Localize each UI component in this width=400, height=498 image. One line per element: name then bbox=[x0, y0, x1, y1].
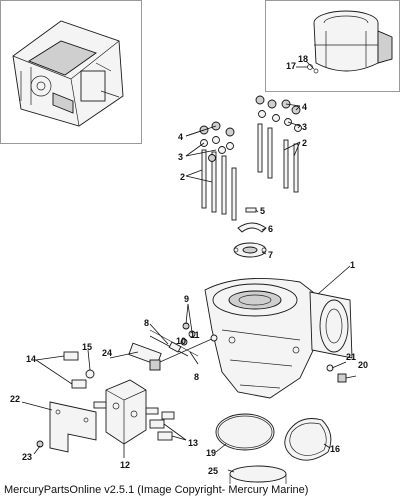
callout-1: 1 bbox=[350, 260, 355, 270]
callout-5: 5 bbox=[260, 206, 265, 216]
callout-15: 15 bbox=[82, 342, 92, 352]
gasket-plate-22 bbox=[49, 401, 97, 453]
inset-housing-detail: 17 18 bbox=[265, 0, 400, 92]
callout-2-right: 2 bbox=[302, 138, 307, 148]
transmission-overview-drawing bbox=[12, 20, 124, 127]
stud-group-left bbox=[201, 149, 237, 221]
callout-14: 14 bbox=[26, 354, 36, 364]
inset-transmission-overview bbox=[0, 0, 142, 144]
callout-8-lower: 8 bbox=[194, 372, 199, 382]
callout-25: 25 bbox=[208, 466, 218, 476]
main-housing bbox=[204, 278, 353, 399]
fittings-14 bbox=[63, 351, 95, 389]
fittings-9-11 bbox=[180, 322, 196, 346]
callout-23: 23 bbox=[22, 452, 32, 462]
callout-22: 22 bbox=[10, 394, 20, 404]
callout-4-left: 4 bbox=[178, 132, 183, 142]
housing-detail-drawing: 17 18 bbox=[286, 10, 393, 74]
callout-12: 12 bbox=[120, 460, 130, 470]
screw-23 bbox=[36, 440, 44, 448]
valve-body-12 bbox=[93, 379, 159, 445]
callout-17: 17 bbox=[286, 61, 296, 71]
stud-group-right bbox=[257, 123, 299, 193]
callout-10: 10 bbox=[176, 336, 186, 346]
solenoid-24 bbox=[128, 342, 162, 371]
callout-19: 19 bbox=[206, 448, 216, 458]
nuts-washers-right bbox=[255, 95, 302, 132]
bracket-7 bbox=[233, 242, 267, 258]
callout-21: 21 bbox=[346, 352, 356, 362]
callout-3-right: 3 bbox=[302, 122, 307, 132]
callout-2-left: 2 bbox=[180, 172, 185, 182]
callout-4-right: 4 bbox=[302, 102, 307, 112]
callout-13: 13 bbox=[188, 438, 198, 448]
transmission-housing-sketch bbox=[12, 20, 124, 127]
callout-3-left: 3 bbox=[178, 152, 183, 162]
rod-8b bbox=[159, 334, 218, 363]
callout-20: 20 bbox=[358, 360, 368, 370]
plug-20 bbox=[337, 373, 347, 383]
callout-16: 16 bbox=[330, 444, 340, 454]
bolt-5 bbox=[245, 207, 257, 213]
callout-11: 11 bbox=[190, 330, 200, 340]
callout-8-upper: 8 bbox=[144, 318, 149, 328]
callout-7: 7 bbox=[268, 250, 273, 260]
callout-6: 6 bbox=[268, 224, 273, 234]
leader-lines bbox=[21, 103, 357, 473]
callout-9: 9 bbox=[184, 294, 189, 304]
callout-18: 18 bbox=[298, 54, 308, 64]
housing-detail-sketch bbox=[307, 10, 393, 74]
seal-16 bbox=[284, 418, 332, 461]
copyright-footer: MercuryPartsOnline v2.5.1 (Image Copyrig… bbox=[4, 484, 309, 496]
ring-25 bbox=[229, 465, 287, 484]
clamp-6 bbox=[237, 222, 267, 233]
o-ring-19 bbox=[215, 413, 275, 451]
callout-24: 24 bbox=[102, 348, 112, 358]
fittings-13 bbox=[149, 411, 175, 441]
